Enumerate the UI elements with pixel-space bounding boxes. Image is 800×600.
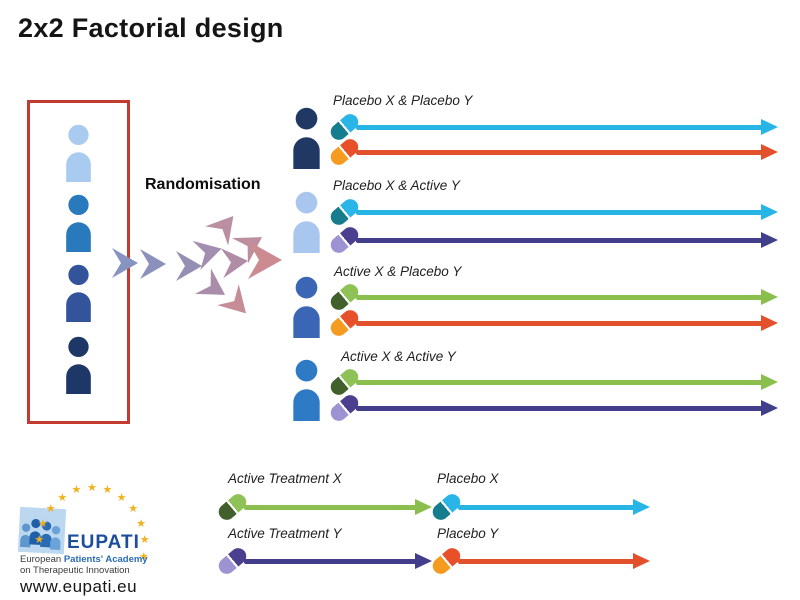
arrow-head-icon bbox=[415, 553, 432, 569]
legend-label: Placebo X bbox=[437, 471, 499, 486]
participant-icon bbox=[66, 124, 91, 182]
randomisation-arrows-icon bbox=[112, 216, 282, 314]
star-icon: ★ bbox=[87, 482, 97, 494]
randomisation-label: Randomisation bbox=[145, 176, 261, 193]
star-icon: ★ bbox=[136, 517, 147, 530]
star-icon: ★ bbox=[128, 503, 139, 516]
legend-label: Placebo Y bbox=[437, 526, 499, 541]
star-icon: ★ bbox=[57, 491, 68, 504]
star-icon: ★ bbox=[34, 534, 45, 547]
arrow-head-icon bbox=[761, 400, 778, 416]
star-icon: ★ bbox=[116, 491, 127, 504]
participant-icon bbox=[66, 336, 91, 394]
group-participant-icon bbox=[293, 107, 320, 169]
arrow-head-icon bbox=[761, 232, 778, 248]
participant-icon bbox=[66, 264, 91, 322]
star-icon: ★ bbox=[45, 503, 56, 516]
arrow-head-icon bbox=[761, 119, 778, 135]
silhouette-icon bbox=[20, 523, 31, 548]
logo-wordmark: EUPATI bbox=[67, 532, 140, 553]
group-label: Placebo X & Placebo Y bbox=[333, 93, 473, 108]
logo-tagline: European Patients' Academy bbox=[20, 554, 148, 565]
page-title: 2x2 Factorial design bbox=[18, 13, 284, 43]
logo-tagline-2: on Therapeutic Innovation bbox=[20, 565, 130, 576]
star-icon: ★ bbox=[102, 484, 113, 497]
star-icon: ★ bbox=[139, 534, 150, 547]
star-icon: ★ bbox=[138, 550, 149, 563]
silhouette-icon bbox=[29, 518, 41, 545]
group-label: Active X & Placebo Y bbox=[334, 264, 462, 279]
arrow-head-icon bbox=[633, 499, 650, 515]
group-participant-icon bbox=[293, 359, 320, 421]
participant-icon bbox=[66, 194, 91, 252]
arrow-head-icon bbox=[761, 204, 778, 220]
arrow-head-icon bbox=[761, 374, 778, 390]
logo-url: www.eupati.eu bbox=[20, 577, 138, 596]
group-label: Placebo X & Active Y bbox=[333, 178, 460, 193]
silhouette-icon bbox=[49, 526, 61, 550]
legend-label: Active Treatment X bbox=[228, 471, 342, 486]
arrow-head-icon bbox=[761, 144, 778, 160]
legend-label: Active Treatment Y bbox=[228, 526, 342, 541]
star-icon: ★ bbox=[71, 484, 82, 497]
group-participant-icon bbox=[293, 276, 320, 338]
arrow-head-icon bbox=[633, 553, 650, 569]
silhouette-icon bbox=[40, 521, 52, 548]
logo-people-graphic bbox=[17, 506, 67, 555]
arrow-head-icon bbox=[761, 315, 778, 331]
group-participant-icon bbox=[293, 191, 320, 253]
group-label: Active X & Active Y bbox=[341, 349, 456, 364]
star-icon: ★ bbox=[37, 517, 48, 530]
arrow-head-icon bbox=[761, 289, 778, 305]
arrow-head-icon bbox=[415, 499, 432, 515]
